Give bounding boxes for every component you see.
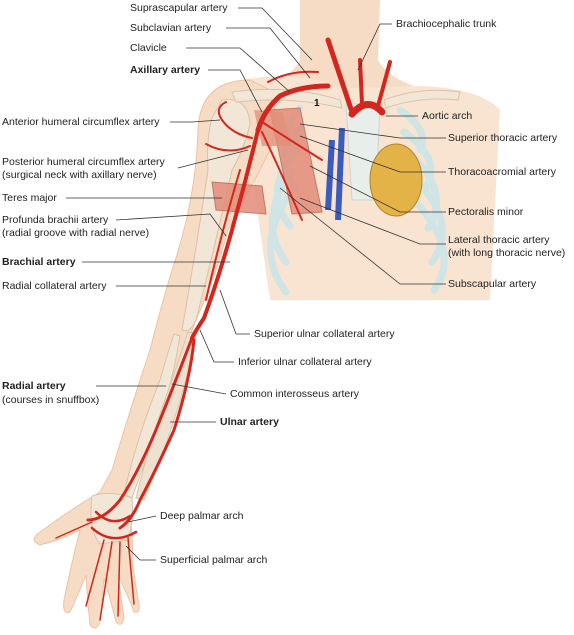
arteries <box>55 37 392 621</box>
label-deep-palmar-arch: Deep palmar arch <box>160 510 244 522</box>
label-thoracoacromial-artery: Thoracoacromial artery <box>448 166 556 178</box>
label-lateral-thoracic-artery: Lateral thoracic artery <box>448 234 550 246</box>
label-superior-thoracic-artery: Superior thoracic artery <box>448 132 558 144</box>
label-inferior-ulnar-collateral: Inferior ulnar collateral artery <box>238 356 372 368</box>
label-ulnar-artery: Ulnar artery <box>220 416 279 428</box>
clavicle-right <box>383 89 461 109</box>
label-posterior-humeral-circumflex: Posterior humeral circumflex artery <box>2 156 165 168</box>
label-common-interosseus-artery: Common interosseus artery <box>230 388 359 400</box>
humerus-bone <box>181 99 251 332</box>
label-brachiocephalic-trunk: Brachiocephalic trunk <box>396 18 497 30</box>
label-profunda-brachii-note: (radial groove with radial nerve) <box>2 227 150 239</box>
label-subclavian-artery: Subclavian artery <box>130 22 212 34</box>
label-profunda-brachii-artery: Profunda brachii artery <box>2 214 109 226</box>
label-radial-artery-note: (courses in snuffbox) <box>2 394 100 406</box>
label-anterior-humeral-circumflex: Anterior humeral circumflex artery <box>2 116 160 128</box>
label-superficial-palmar-arch: Superficial palmar arch <box>160 554 268 566</box>
neck-skin <box>255 0 420 88</box>
leader-lines <box>66 7 446 561</box>
heart <box>369 143 423 217</box>
label-posterior-humeral-circumflex-note: (surgical neck with axillary nerve) <box>2 169 157 181</box>
label-suprascapular-artery: Suprascapular artery <box>130 2 228 14</box>
label-radial-collateral-artery: Radial collateral artery <box>2 280 107 292</box>
chest-veins <box>325 127 345 221</box>
label-superior-ulnar-collateral: Superior ulnar collateral artery <box>254 328 395 340</box>
label-aortic-arch: Aortic arch <box>422 110 473 122</box>
label-radial-artery: Radial artery <box>2 380 66 392</box>
label-subscapular-artery: Subscapular artery <box>448 278 537 290</box>
label-pectoralis-minor: Pectoralis minor <box>448 206 524 218</box>
hand-bones <box>90 492 133 545</box>
label-clavicle: Clavicle <box>130 42 167 54</box>
marker-1: 1 <box>314 98 320 109</box>
label-axillary-artery: Axillary artery <box>130 64 201 76</box>
clavicle-bone <box>231 88 343 109</box>
label-teres-major: Teres major <box>2 192 57 204</box>
ulna-bone <box>135 331 197 501</box>
label-lateral-thoracic-note: (with long thoracic nerve) <box>448 247 566 259</box>
label-brachial-artery: Brachial artery <box>2 256 76 268</box>
